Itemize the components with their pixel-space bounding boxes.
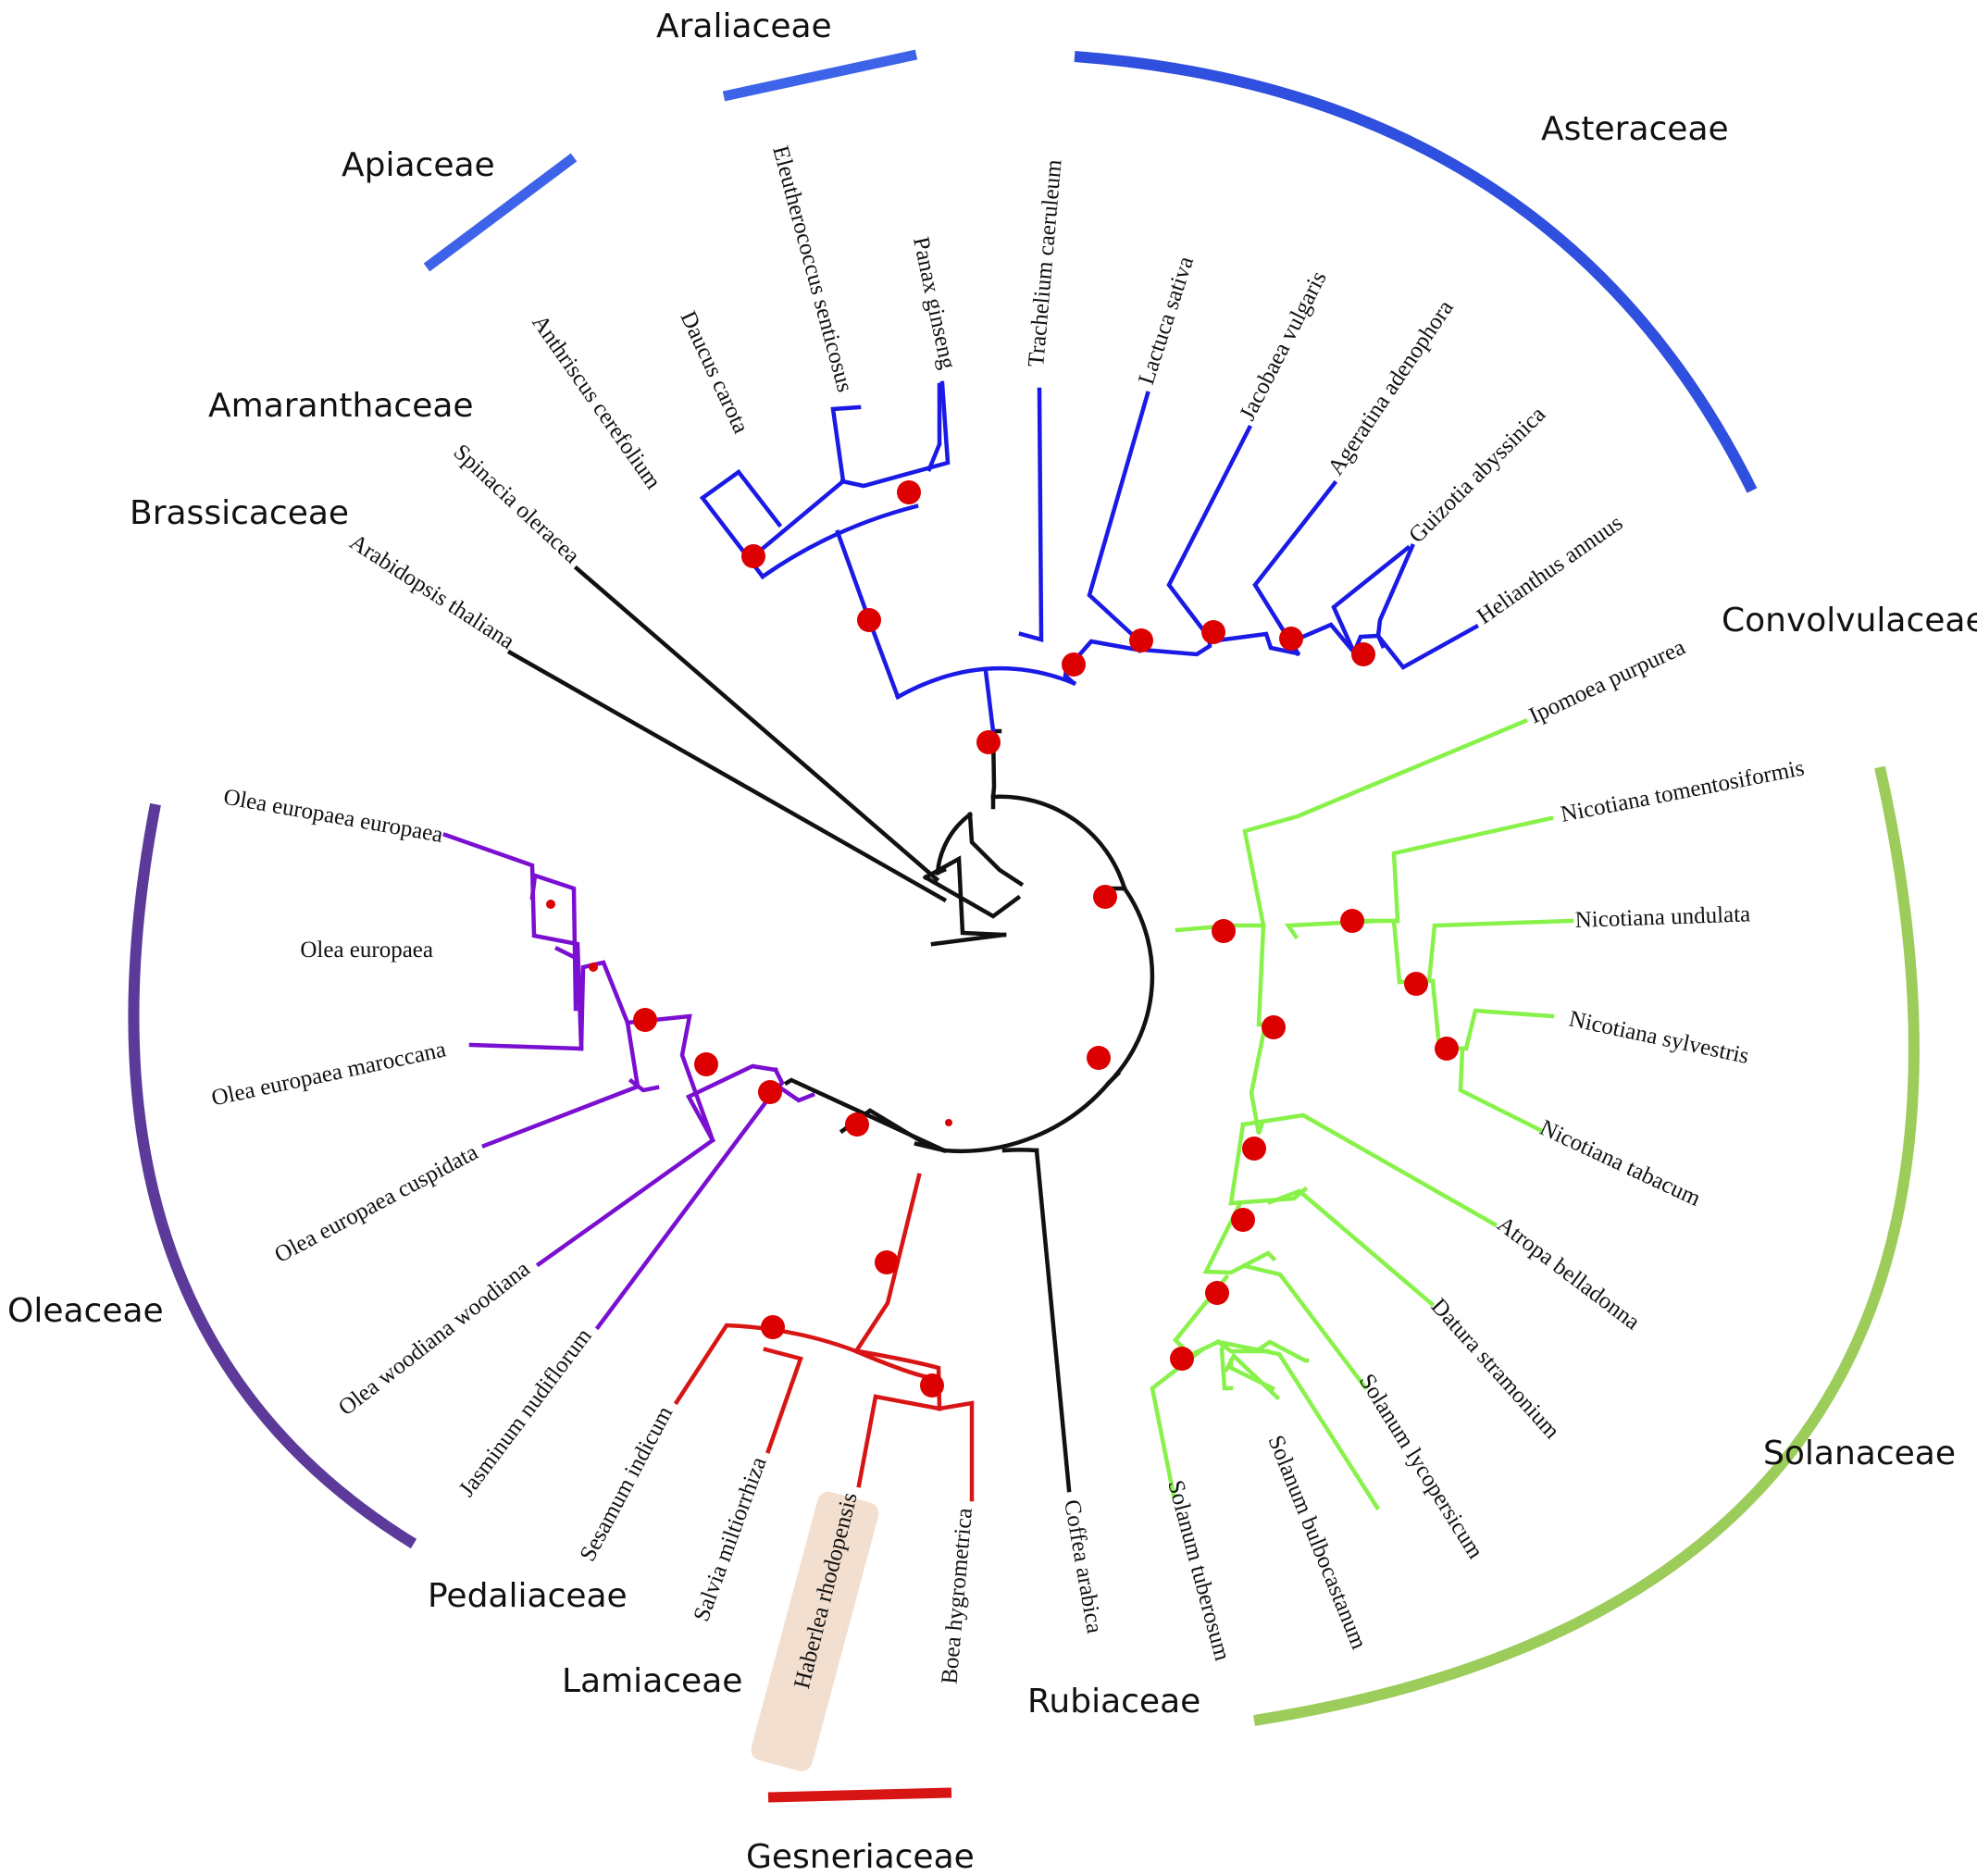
backbone-branches <box>506 565 1155 1493</box>
taxon-label-ageratina-adenophora: Ageratina adenophora <box>1324 296 1459 480</box>
taxon-label-ipomoea-purpurea: Ipomoea purpurea <box>1525 635 1689 729</box>
family-markers <box>128 49 1920 1803</box>
taxon-label-olea-europaea-cuspidata: Olea europaea cuspidata <box>270 1139 481 1268</box>
taxon-label-nicotiana-sylvestris: Nicotiana sylvestris <box>1567 1006 1751 1069</box>
highlight-box-haberlea <box>751 1491 879 1771</box>
family-label-rubiaceae: Rubiaceae <box>1027 1683 1200 1721</box>
taxon-label-solanum-tuberosum: Solanum tuberosum <box>1163 1478 1235 1664</box>
taxon-label-eleutherococcus-senticosus: Eleutherococcus senticosus <box>767 143 857 395</box>
taxon-label-olea-europaea-maroccana: Olea europaea maroccana <box>209 1037 448 1111</box>
taxon-label-olea-europaea: Olea europaea <box>300 938 433 963</box>
gesneriaceae-bar <box>767 1787 952 1803</box>
taxon-label-spinacia-oleracea: Spinacia oleracea <box>448 440 584 569</box>
taxon-label-lactuca-sativa: Lactuca sativa <box>1134 254 1199 388</box>
taxon-label-salvia-miltiorrhiza: Salvia miltiorrhiza <box>689 1454 771 1625</box>
taxon-label-guizotia-abyssinica: Guizotia abyssinica <box>1404 402 1550 548</box>
taxon-label-boea-hygrometrica: Boea hygrometrica <box>937 1507 977 1685</box>
family-label-asteraceae: Asteraceae <box>1541 110 1729 148</box>
taxon-label-jasminum-nudiflorum: Jasminum nudiflorum <box>454 1323 597 1501</box>
taxon-label-jacobaea-vulgaris: Jacobaea vulgaris <box>1235 267 1331 425</box>
taxon-label-anthriscus-cerefolium: Anthriscus cerefolium <box>527 310 665 493</box>
family-label-araliaceae: Araliaceae <box>656 7 832 45</box>
taxon-label-olea-europaea-europaea: Olea europaea europaea <box>221 785 444 848</box>
taxon-labels: Olea europaea europaea Olea europaea Ole… <box>209 143 1806 1692</box>
solanaceae-green-branches <box>1150 718 1574 1511</box>
apiaceae-bar <box>423 153 578 272</box>
taxon-label-olea-woodiana-woodiana: Olea woodiana woodiana <box>334 1256 535 1421</box>
family-label-lamiaceae: Lamiaceae <box>562 1662 742 1700</box>
solanaceae-arc <box>1253 765 1920 1726</box>
taxon-label-nicotiana-tabacum: Nicotiana tabacum <box>1536 1115 1704 1211</box>
family-label-pedaliaceae: Pedaliaceae <box>428 1577 628 1615</box>
taxon-label-solanum-bulbocastanum: Solanum bulbocastanum <box>1262 1432 1372 1653</box>
taxon-label-solanum-lycopersicum: Solanum lycopersicum <box>1354 1370 1488 1564</box>
taxon-label-daucus-carota: Daucus carota <box>675 307 753 437</box>
taxon-label-helianthus-annuus: Helianthus annuus <box>1473 510 1627 628</box>
oleaceae-arc <box>128 802 417 1549</box>
family-label-convolvulaceae: Convolvulaceae <box>1722 602 1977 640</box>
node-markers <box>546 480 1459 1398</box>
taxon-label-atropa-belladonna: Atropa belladonna <box>1492 1211 1644 1335</box>
taxon-label-coffea-arabica: Coffea arabica <box>1059 1497 1107 1634</box>
taxon-label-panax-ginseng: Panax ginseng <box>908 235 961 372</box>
family-label-gesneriaceae: Gesneriaceae <box>746 1838 975 1876</box>
family-labels: Araliaceae Apiaceae Asteraceae Amarantha… <box>7 7 1977 1876</box>
taxon-label-datura-stramonium: Datura stramonium <box>1426 1294 1565 1444</box>
family-label-oleaceae: Oleaceae <box>7 1292 164 1330</box>
taxon-label-arabidopsis-thaliana: Arabidopsis thaliana <box>345 529 519 654</box>
taxon-label-trachelium-caeruleum: Trachelium caeruleum <box>1024 158 1067 368</box>
lamiales-red-branches <box>673 1173 975 1502</box>
family-label-apiaceae: Apiaceae <box>342 146 495 184</box>
asteraceae-arc <box>1074 51 1758 493</box>
taxon-label-sesamum-indicum: Sesamum indicum <box>575 1402 678 1566</box>
taxon-label-nicotiana-undulata: Nicotiana undulata <box>1574 901 1750 933</box>
family-label-amaranthaceae: Amaranthaceae <box>208 387 474 425</box>
family-label-solanaceae: Solanaceae <box>1763 1435 1956 1472</box>
taxon-label-nicotiana-tomentosiformis: Nicotiana tomentosiformis <box>1559 755 1807 827</box>
family-label-brassicaceae: Brassicaceae <box>130 494 349 532</box>
oleaceae-purple-branches <box>442 832 815 1331</box>
araliaceae-bar <box>722 49 918 102</box>
